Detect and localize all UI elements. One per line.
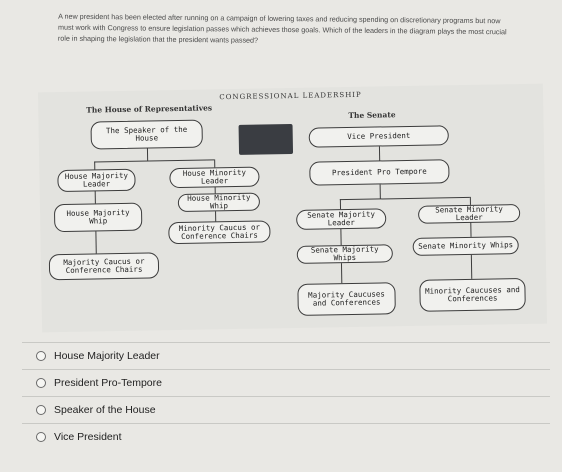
leadership-diagram: CONGRESSIONAL LEADERSHIP The House of Re… (37, 83, 548, 333)
option-label: President Pro-Tempore (54, 377, 162, 389)
connector-line (94, 159, 215, 163)
house-majority-leader-node: House Majority Leader (57, 168, 136, 193)
radio-button[interactable] (36, 378, 46, 388)
president-pro-tempore-node: President Pro Tempore (309, 159, 450, 186)
diagram-title: CONGRESSIONAL LEADERSHIP (219, 90, 362, 102)
option-label: Speaker of the House (54, 404, 156, 416)
speaker-node: The Speaker of the House (90, 119, 203, 150)
connector-line (95, 231, 98, 254)
connector-line (339, 199, 342, 210)
house-majority-whip-node: House Majority Whip (53, 202, 143, 233)
connector-line (470, 254, 473, 279)
minority-caucuses-node: Minority Caucuses and Conferences (419, 277, 526, 312)
senate-header: The Senate (348, 110, 396, 121)
house-minority-caucus-node: Minority Caucus or Conference Chairs (168, 220, 271, 245)
connector-line (340, 227, 342, 246)
connector-line (379, 184, 382, 199)
senate-majority-whips-node: Senate Majority Whips (296, 244, 393, 264)
connector-line (215, 211, 217, 222)
connector-line (94, 161, 96, 170)
seal-image (238, 123, 294, 155)
option-president-pro-tempore[interactable]: President Pro-Tempore (22, 369, 550, 396)
answer-options: House Majority Leader President Pro-Temp… (22, 342, 550, 450)
connector-line (146, 148, 149, 161)
house-majority-caucus-node: Majority Caucus or Conference Chairs (48, 252, 160, 281)
connector-line (214, 159, 216, 168)
top-bar (0, 0, 562, 10)
radio-button[interactable] (36, 405, 46, 415)
option-house-majority-leader[interactable]: House Majority Leader (22, 342, 550, 369)
house-minority-whip-node: House Minority Whip (177, 192, 261, 212)
question-text: A new president has been elected after r… (57, 11, 507, 45)
senate-minority-leader-node: Senate Minority Leader (417, 204, 521, 224)
connector-line (469, 196, 472, 205)
option-label: House Majority Leader (54, 350, 160, 362)
majority-caucuses-node: Majority Caucuses and Conferences (297, 282, 396, 316)
vice-president-node: Vice President (308, 125, 449, 148)
connector-line (378, 146, 381, 161)
connector-line (470, 220, 472, 237)
connector-line (339, 196, 470, 201)
radio-button[interactable] (36, 432, 46, 442)
connector-line (340, 263, 343, 284)
connector-line (94, 189, 97, 204)
house-minority-leader-node: House Minority Leader (169, 166, 260, 189)
house-header: The House of Representatives (86, 103, 213, 115)
option-vice-president[interactable]: Vice President (22, 423, 550, 450)
senate-minority-whips-node: Senate Minority Whips (412, 236, 519, 256)
option-label: Vice President (54, 431, 122, 443)
radio-button[interactable] (36, 351, 46, 361)
senate-majority-leader-node: Senate Majority Leader (296, 208, 387, 230)
option-speaker-of-the-house[interactable]: Speaker of the House (22, 396, 550, 423)
